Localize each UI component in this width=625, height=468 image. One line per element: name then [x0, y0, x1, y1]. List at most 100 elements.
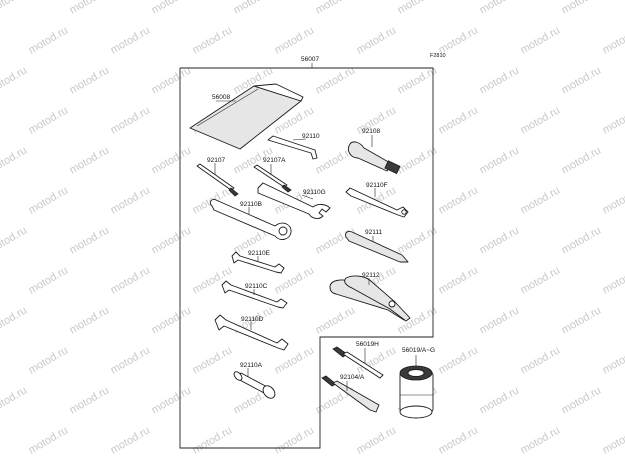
watermark-text: motod.ru: [68, 304, 112, 336]
test-pen-a-drawing: [321, 375, 380, 413]
label-56019H: 56019H: [356, 341, 379, 348]
label-92110: 92110: [302, 133, 320, 140]
watermark-text: motod.ru: [109, 344, 153, 376]
watermark-text: motod.ru: [519, 424, 563, 456]
watermark-text: motod.ru: [560, 64, 604, 96]
watermark-text: motod.ru: [519, 344, 563, 376]
watermark-text: motod.ru: [191, 424, 235, 456]
watermark-text: motod.ru: [273, 24, 317, 56]
watermark-text: motod.ru: [560, 144, 604, 176]
watermark-text: motod.ru: [68, 64, 112, 96]
label-92107: 92107: [207, 157, 225, 164]
watermark-text: motod.ru: [232, 0, 276, 17]
watermark-text: motod.ru: [560, 0, 604, 17]
wrench-g-drawing: [257, 182, 331, 219]
watermark-text: motod.ru: [150, 224, 194, 256]
wrench-d-drawing: [214, 314, 289, 351]
watermark-text: motod.ru: [437, 424, 481, 456]
label-92111: 92111: [365, 229, 382, 236]
pliers-drawing: [329, 275, 411, 322]
watermark-text: motod.ru: [109, 184, 153, 216]
label-92110F: 92110F: [366, 182, 388, 189]
watermark-text: motod.ru: [191, 264, 235, 296]
watermark-text: motod.ru: [560, 384, 604, 416]
watermark-text: motod.ru: [0, 304, 29, 336]
watermark-text: motod.ru: [437, 344, 481, 376]
watermark-text: motod.ru: [0, 64, 29, 96]
watermark-text: motod.ru: [109, 264, 153, 296]
screwdriver-bit-a-drawing: [253, 164, 292, 193]
watermark-text: motod.ru: [150, 64, 194, 96]
watermark-text: motod.ru: [68, 144, 112, 176]
watermark-text: motod.ru: [478, 0, 522, 17]
watermark-text: motod.ru: [68, 0, 112, 17]
watermark-text: motod.ru: [150, 144, 194, 176]
watermark-text: motod.ru: [314, 64, 358, 96]
watermark-text: motod.ru: [191, 344, 235, 376]
watermark-text: motod.ru: [0, 384, 29, 416]
watermark-text: motod.ru: [27, 184, 71, 216]
watermark-text: motod.ru: [273, 344, 317, 376]
watermark-text: motod.ru: [478, 224, 522, 256]
label-92107A: 92107A: [263, 157, 286, 164]
label-56019AG: 56019/A~G: [402, 347, 435, 354]
label-92110D: 92110D: [241, 316, 264, 323]
watermark-text: motod.ru: [27, 24, 71, 56]
group-label: 56007: [301, 56, 319, 63]
watermark-text: motod.ru: [601, 184, 625, 216]
wrench-c-drawing: [221, 280, 288, 309]
watermark-text: motod.ru: [68, 224, 112, 256]
oil-filter-drawing: [399, 355, 434, 419]
watermark-text: motod.ru: [150, 384, 194, 416]
watermark-text: motod.ru: [519, 184, 563, 216]
wrench-e-drawing: [231, 251, 285, 274]
ring-wrench-b-drawing: [209, 199, 292, 240]
watermark-text: motod.ru: [601, 264, 625, 296]
label-92108: 92108: [362, 128, 380, 135]
watermark-text: motod.ru: [0, 224, 29, 256]
watermark-text: motod.ru: [27, 424, 71, 456]
watermark-text: motod.ru: [478, 64, 522, 96]
watermark-text: motod.ru: [396, 0, 440, 17]
watermark-text: motod.ru: [437, 24, 481, 56]
watermark-text: motod.ru: [560, 224, 604, 256]
watermark-text: motod.ru: [601, 24, 625, 56]
watermark-text: motod.ru: [601, 104, 625, 136]
label-92110G: 92110G: [303, 189, 326, 196]
spanner-f-drawing: [345, 187, 409, 218]
watermark-text: motod.ru: [68, 384, 112, 416]
watermark-text: motod.ru: [273, 424, 317, 456]
watermark-text: motod.ru: [478, 144, 522, 176]
label-92110C: 92110C: [245, 283, 268, 290]
label-92110E: 92110E: [248, 250, 271, 257]
watermark-text: motod.ru: [314, 0, 358, 17]
watermark-text: motod.ru: [27, 264, 71, 296]
watermark-text: motod.ru: [109, 24, 153, 56]
watermark-text: motod.ru: [601, 344, 625, 376]
kit-frame: [179, 63, 434, 449]
watermark-text: motod.ru: [437, 104, 481, 136]
watermark-text: motod.ru: [601, 424, 625, 456]
watermark-text: motod.ru: [150, 0, 194, 17]
label-92110B: 92110B: [240, 201, 262, 208]
watermark-text: motod.ru: [560, 304, 604, 336]
watermark-layer: motod.ru motod.ru motod.ru motod.ru motod.ru…: [0, 0, 625, 457]
tool-bag-drawing: [189, 83, 304, 150]
watermark-text: motod.ru: [519, 24, 563, 56]
watermark-text: motod.ru: [0, 144, 29, 176]
watermark-text: motod.ru: [478, 384, 522, 416]
label-56008: 56008: [212, 94, 230, 101]
test-pen-h-drawing: [332, 346, 384, 379]
watermark-text: motod.ru: [314, 304, 358, 336]
socket-a-drawing: [233, 368, 276, 399]
figure-code: F2810: [430, 53, 446, 59]
watermark-text: motod.ru: [478, 304, 522, 336]
label-92104A: 92104/A: [340, 374, 365, 381]
watermark-text: motod.ru: [0, 0, 29, 17]
watermark-text: motod.ru: [27, 104, 71, 136]
watermark-text: motod.ru: [519, 104, 563, 136]
watermark-text: motod.ru: [437, 264, 481, 296]
label-92110A: 92110A: [240, 362, 263, 369]
watermark-text: motod.ru: [150, 304, 194, 336]
